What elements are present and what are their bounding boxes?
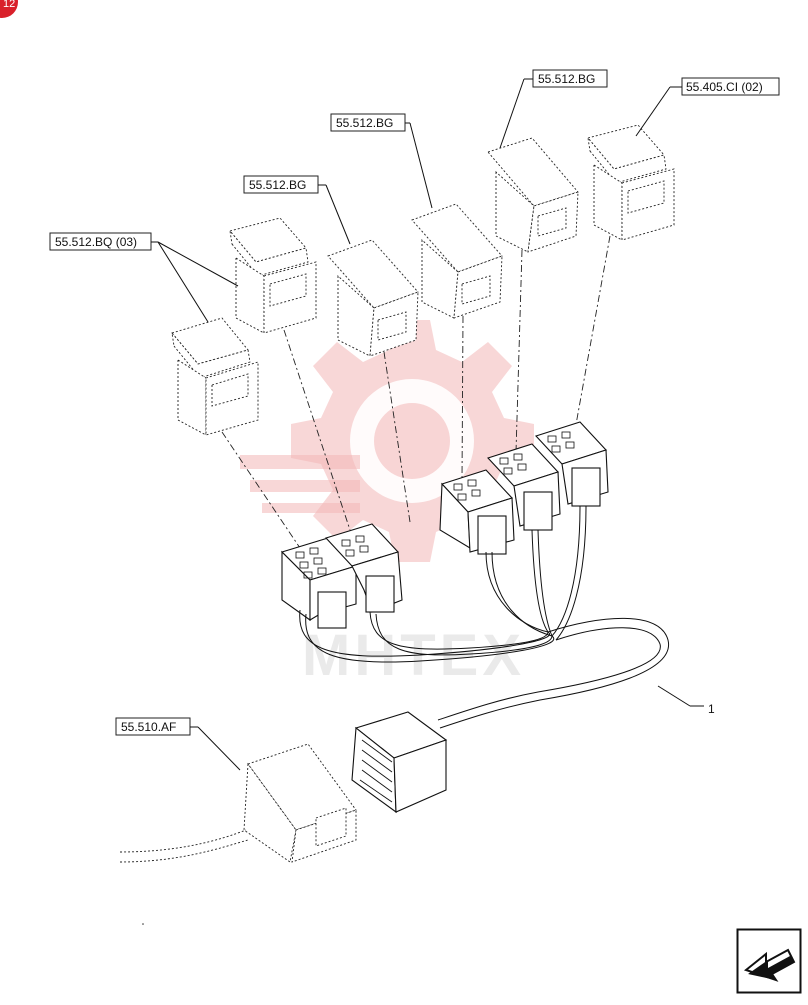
- main-connector: [351, 711, 448, 814]
- callout-55-512-bg-first: 55.512.BG: [243, 175, 351, 245]
- callout-55-510-af: 55.510.AF: [115, 717, 241, 771]
- page-badge-text: 12: [3, 0, 15, 10]
- rocker-switch-right: [587, 124, 675, 241]
- callout-55-512-bg-second: 55.512.BG: [330, 113, 433, 209]
- blank-switch-third: [487, 137, 579, 253]
- blank-switch-second: [411, 203, 503, 319]
- gear-watermark-icon: [240, 320, 534, 562]
- rocker-switch-left: [171, 317, 259, 436]
- next-page-arrow-icon: [736, 928, 802, 994]
- rocker-switch-second: [229, 217, 317, 334]
- alignment-lines: [221, 235, 611, 549]
- mating-connector: [119, 743, 357, 863]
- stray-dot: [142, 923, 144, 925]
- wire-harness: [299, 505, 669, 729]
- callout-text: 55.512.BG: [249, 178, 306, 192]
- blank-switch-first: [327, 239, 419, 357]
- callout-text: 55.512.BG: [538, 72, 595, 86]
- callout-55-512-bg-third: 55.512.BG: [499, 69, 608, 149]
- page-badge: 12: [0, 0, 18, 18]
- callout-55-405-ci-02: 55.405.CI (02): [635, 77, 780, 137]
- connector-left-pair: [280, 523, 403, 629]
- item-number-text: 1: [708, 702, 715, 716]
- callout-text: 55.512.BG: [336, 116, 393, 130]
- callout-55-512-bq-03: 55.512.BQ (03): [49, 232, 239, 323]
- callout-text: 55.405.CI (02): [686, 80, 763, 94]
- connector-right-triple: [439, 421, 609, 555]
- callout-text: 55.512.BQ (03): [55, 235, 137, 249]
- next-page-button[interactable]: [736, 928, 802, 994]
- callout-text: 55.510.AF: [121, 720, 176, 734]
- item-number-callout: 1: [657, 685, 715, 716]
